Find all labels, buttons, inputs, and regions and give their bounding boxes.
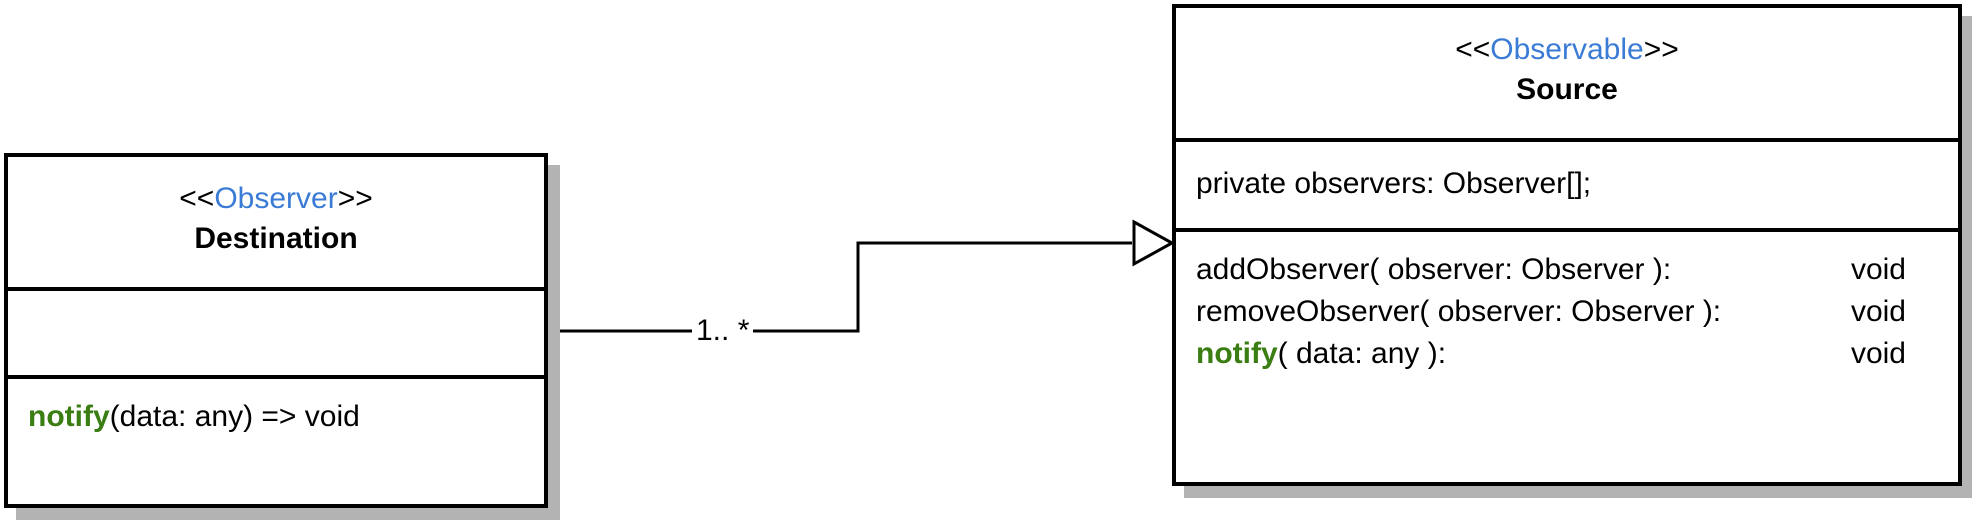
association-line xyxy=(545,241,1132,333)
destination-stereotype: <<Observer>> xyxy=(179,182,373,215)
arrowhead-icon xyxy=(1132,219,1176,267)
source-class-name: Source xyxy=(1516,73,1618,106)
source-method-removeobserver: removeObserver( observer: Observer ):voi… xyxy=(1196,295,1906,328)
source-method-addobserver: addObserver( observer: Observer ):void xyxy=(1196,253,1906,286)
destination-methods: notify(data: any) => void xyxy=(8,375,544,504)
source-method-notify: notify( data: any ):void xyxy=(1196,337,1906,370)
source-methods: addObserver( observer: Observer ):void r… xyxy=(1176,228,1958,482)
multiplicity-label: 1.. * xyxy=(692,313,754,349)
destination-header: <<Observer>> Destination xyxy=(8,157,544,287)
destination-class-name: Destination xyxy=(194,222,358,255)
source-attribute-observers: private observers: Observer[]; xyxy=(1196,167,1592,200)
destination-class[interactable]: <<Observer>> Destination notify(data: an… xyxy=(4,153,548,508)
destination-method-notify: notify(data: any) => void xyxy=(28,400,360,433)
destination-attributes xyxy=(8,287,544,375)
source-header: <<Observable>> Source xyxy=(1176,8,1958,138)
source-attributes: private observers: Observer[]; xyxy=(1176,138,1958,228)
source-class[interactable]: <<Observable>> Source private observers:… xyxy=(1172,4,1962,486)
source-stereotype: <<Observable>> xyxy=(1455,33,1679,66)
